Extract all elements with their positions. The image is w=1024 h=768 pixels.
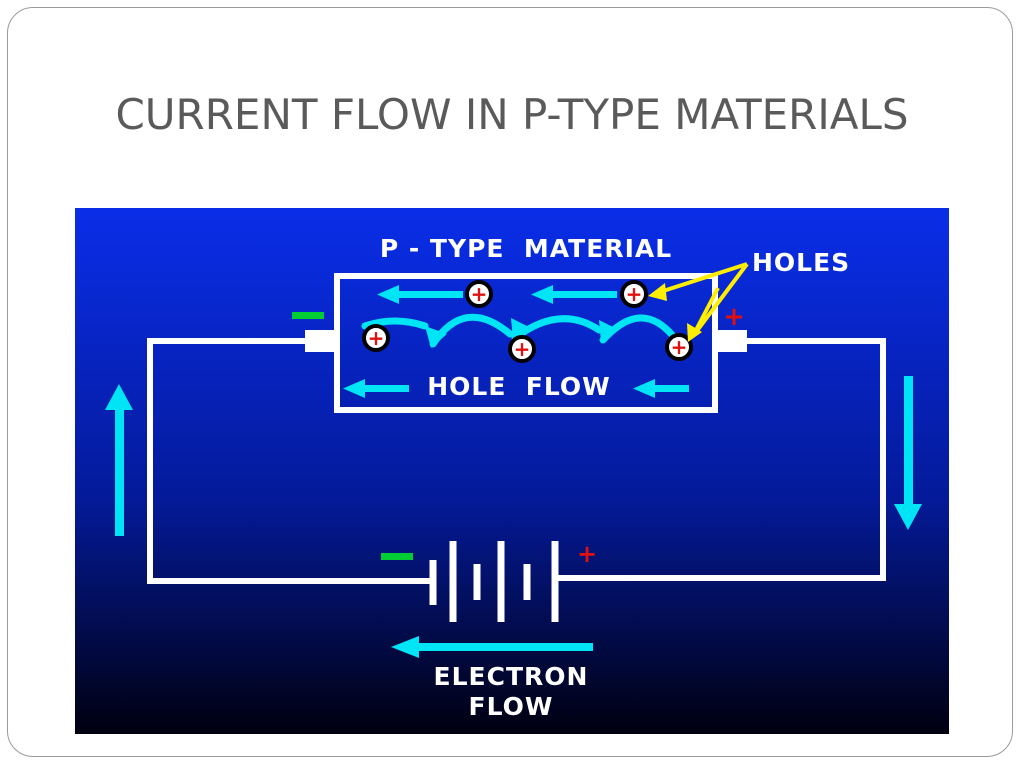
plus-sign-material: + — [723, 302, 745, 332]
hole-flow-label: HOLE FLOW — [427, 372, 611, 401]
holes-pointer-arrows — [659, 262, 749, 338]
hole-flow-arrow-right — [633, 379, 689, 398]
battery — [429, 541, 559, 622]
holes-label: HOLES — [752, 248, 850, 277]
hole-1: + — [465, 280, 493, 308]
svg-text:+: + — [514, 337, 531, 361]
electron-flow-label-line2: FLOW — [469, 692, 554, 721]
p-type-material-label: P - TYPE MATERIAL — [380, 234, 672, 263]
minus-sign-material — [292, 312, 324, 319]
left-up-arrow — [105, 384, 133, 536]
hole-3: + — [362, 324, 390, 352]
hole-5: + — [665, 333, 693, 361]
right-down-arrow — [894, 376, 922, 530]
hole-flow-arrow-left — [343, 379, 409, 398]
hole-arrow-top-left — [377, 285, 463, 304]
diagram-background — [75, 208, 949, 734]
svg-text:+: + — [368, 326, 385, 350]
electron-flow-label-line1: ELECTRON — [434, 662, 589, 691]
right-terminal — [715, 330, 747, 352]
hole-4: + — [508, 335, 536, 363]
svg-text:+: + — [671, 335, 688, 359]
slide-title: CURRENT FLOW IN P-TYPE MATERIALS — [115, 90, 909, 139]
curved-hole-arrowheads — [425, 318, 619, 348]
p-type-current-flow-diagram: + + + — [75, 208, 949, 734]
plus-sign-battery: + — [577, 540, 597, 568]
minus-sign-battery — [381, 553, 413, 560]
hole-2: + — [620, 280, 648, 308]
holes-pointer-arrowheads — [648, 283, 702, 342]
svg-text:+: + — [626, 282, 643, 306]
hole-arrow-top-right — [531, 285, 617, 304]
svg-text:+: + — [471, 282, 488, 306]
left-terminal — [305, 330, 337, 352]
circuit-wires — [147, 338, 886, 584]
electron-flow-arrow — [391, 636, 593, 658]
